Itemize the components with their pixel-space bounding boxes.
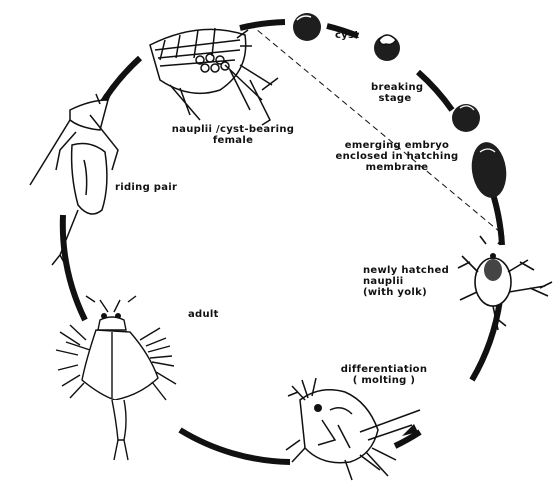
- emerging-embryo-illustration: [452, 104, 480, 132]
- label-adult: adult: [188, 309, 219, 320]
- riding-pair-illustration: [30, 90, 118, 266]
- label-differentiation: differentiation ( molting ): [328, 364, 440, 386]
- cyst-illustration: [293, 13, 321, 41]
- label-newly-hatched-nauplii: newly hatched nauplii (with yolk): [363, 265, 449, 298]
- ring-segment-left-lower: [63, 215, 85, 320]
- label-riding-pair: riding pair: [115, 182, 177, 193]
- label-nauplii-cyst-bearing-female: nauplii /cyst-bearing female: [168, 124, 298, 146]
- nauplius-illustration: [458, 236, 552, 330]
- ring-segment-top: [240, 22, 285, 28]
- cyst-bearing-female-illustration: [150, 28, 278, 125]
- breaking-stage-illustration: [374, 35, 400, 61]
- label-breaking-stage: breaking stage: [371, 82, 419, 104]
- label-emerging-embryo: emerging embryo enclosed in hatching mem…: [330, 140, 464, 173]
- hatching-membrane-illustration: [468, 140, 509, 200]
- ring-segment-bottom: [180, 430, 290, 462]
- adult-illustration: [56, 296, 176, 460]
- ring-segment-right-upper: [418, 72, 452, 110]
- ring-segment-right-lower: [472, 300, 500, 380]
- molting-larva-illustration: [286, 378, 420, 480]
- label-cyst: cyst: [335, 30, 359, 41]
